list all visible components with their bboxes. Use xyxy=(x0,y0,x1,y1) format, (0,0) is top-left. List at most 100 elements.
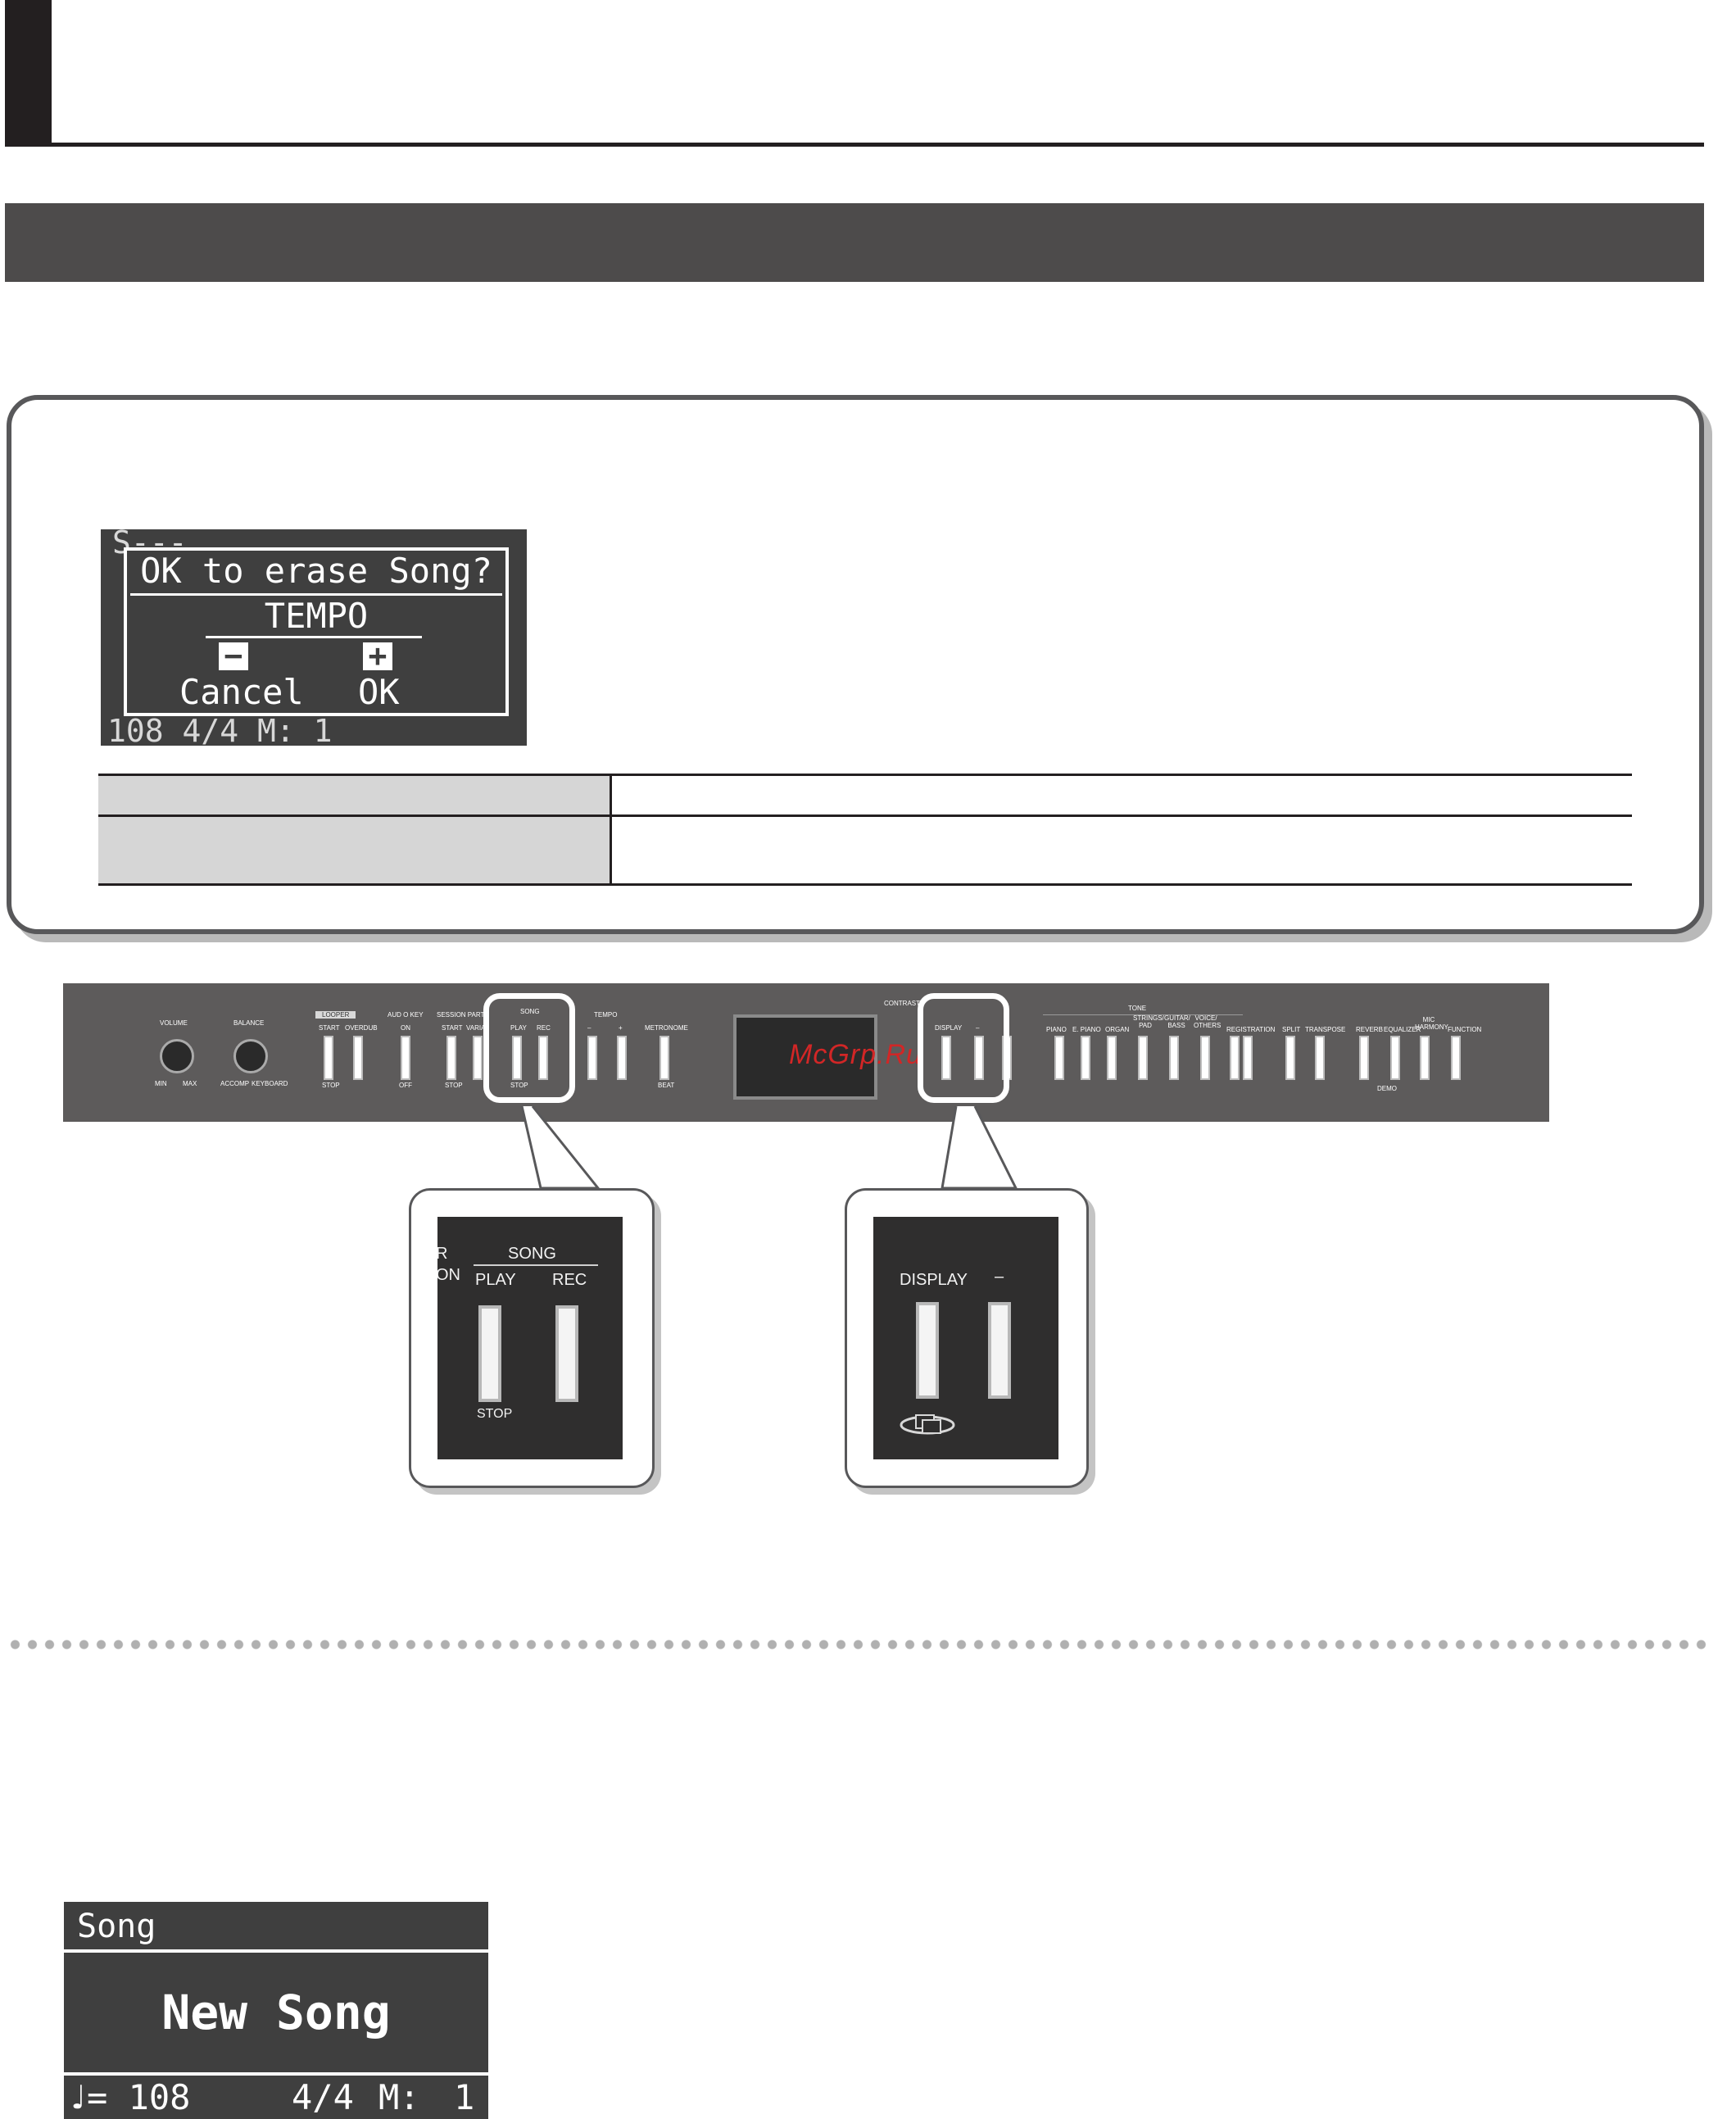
split-label: SPLIT xyxy=(1282,1026,1301,1033)
session-stop-label: STOP xyxy=(445,1082,463,1089)
chapter-tab-block xyxy=(5,0,52,145)
mic-harmony-button[interactable] xyxy=(1420,1036,1430,1080)
looper-overdub-label: OVERDUB xyxy=(345,1024,378,1032)
stop-label: STOP xyxy=(477,1407,513,1421)
tone-label: TONE xyxy=(1128,1005,1147,1012)
looper-start-button[interactable] xyxy=(324,1036,333,1080)
metronome-button[interactable] xyxy=(659,1036,669,1080)
song-lcd: Song New Song ♩ = 108 4/4 M: 1 xyxy=(64,1902,488,2119)
function-button[interactable] xyxy=(1451,1036,1461,1080)
song-title-underline xyxy=(64,1949,488,1953)
piano-button[interactable] xyxy=(1054,1036,1064,1080)
display-minus-label: – xyxy=(976,1024,980,1032)
tempo-minus-button[interactable] xyxy=(587,1036,597,1080)
rec-button[interactable] xyxy=(555,1305,578,1402)
e-piano-button[interactable] xyxy=(1081,1036,1090,1080)
display-button[interactable] xyxy=(941,1036,951,1080)
metronome-label: METRONOME xyxy=(645,1024,688,1032)
display-button[interactable] xyxy=(916,1302,939,1399)
ok-label: OK xyxy=(358,672,400,712)
measure-value: 1 xyxy=(454,2077,475,2117)
rec-label: REC xyxy=(552,1271,587,1289)
registration-button-1[interactable] xyxy=(1230,1036,1240,1080)
equalizer-button[interactable] xyxy=(1390,1036,1400,1080)
table-cell-label xyxy=(98,776,612,815)
dialog-divider xyxy=(130,593,502,596)
voice-others-label: VOICE/ OTHERS xyxy=(1194,1014,1222,1029)
partial-label-top: R xyxy=(437,1245,448,1263)
table-bottom-rule xyxy=(98,883,1632,886)
song-callout-closeup: R ON SONG PLAY REC STOP xyxy=(437,1217,623,1459)
display-callout-closeup: DISPLAY – xyxy=(873,1217,1058,1459)
function-label: FUNCTION xyxy=(1448,1026,1482,1033)
auto-key-button[interactable] xyxy=(401,1036,410,1080)
auto-key-off-label: OFF xyxy=(399,1082,412,1089)
control-panel-strip: VOLUME MIN MAX BALANCE ACCOMP KEYBOARD L… xyxy=(63,983,1549,1122)
voice-others-button[interactable] xyxy=(1200,1036,1210,1080)
looper-overdub-button[interactable] xyxy=(353,1036,363,1080)
minus-icon: − xyxy=(219,640,248,671)
beat-value: 4/4 xyxy=(292,2077,354,2117)
looper-label: LOOPER xyxy=(315,1011,356,1019)
erase-dialog: OK to erase Song? TEMPO − + Cancel OK xyxy=(124,547,509,716)
song-name: New Song xyxy=(161,1985,391,2040)
display-callout: DISPLAY – xyxy=(845,1188,1089,1488)
tempo-plus-button[interactable] xyxy=(617,1036,627,1080)
plus-icon: + xyxy=(363,640,392,671)
status-divider xyxy=(64,2072,488,2076)
watermark: McGrp.Ru xyxy=(789,1039,922,1070)
auto-key-label: AUD O KEY xyxy=(388,1011,424,1019)
session-partner-label: SESSION PARTN xyxy=(437,1011,490,1019)
cancel-label: Cancel xyxy=(179,672,304,712)
tempo-value: = 108 xyxy=(87,2077,191,2117)
tempo-minus-label: – xyxy=(587,1024,592,1032)
balance-label: BALANCE xyxy=(233,1019,265,1027)
session-start-label: START xyxy=(442,1024,463,1032)
song-screen-title: Song xyxy=(77,1908,156,1945)
looper-stop-label: STOP xyxy=(322,1082,340,1089)
transpose-button[interactable] xyxy=(1315,1036,1325,1080)
guitar-bass-button[interactable] xyxy=(1169,1036,1179,1080)
display-label: DISPLAY xyxy=(900,1271,968,1289)
song-highlight-box xyxy=(483,993,575,1103)
session-start-button[interactable] xyxy=(446,1036,456,1080)
transpose-label: TRANSPOSE xyxy=(1305,1026,1346,1033)
registration-button-2[interactable] xyxy=(1243,1036,1253,1080)
piano-label: PIANO xyxy=(1046,1026,1067,1033)
volume-knob[interactable] xyxy=(160,1039,194,1073)
table-row xyxy=(98,814,1632,884)
play-button[interactable] xyxy=(478,1305,501,1402)
song-group-label: SONG xyxy=(508,1245,556,1263)
display-label: DISPLAY xyxy=(935,1024,963,1032)
song-play-button[interactable] xyxy=(512,1036,522,1080)
strings-pad-button[interactable] xyxy=(1138,1036,1148,1080)
tempo-label: TEMPO xyxy=(264,596,369,636)
erase-confirm-lcd: S--- 108 4/4 M: 1 OK to erase Song? TEMP… xyxy=(101,529,527,746)
display-minus-button[interactable] xyxy=(974,1036,984,1080)
volume-label: VOLUME xyxy=(160,1019,188,1027)
minus-label: – xyxy=(995,1268,1004,1286)
panel-lcd xyxy=(733,1014,877,1100)
song-rec-label: REC xyxy=(537,1024,551,1032)
song-play-label: PLAY xyxy=(510,1024,527,1032)
balance-knob[interactable] xyxy=(233,1039,268,1073)
minus-button[interactable] xyxy=(988,1302,1011,1399)
header-rule xyxy=(5,143,1704,147)
strings-pad-label: STRINGS/ PAD xyxy=(1133,1014,1164,1029)
song-rec-button[interactable] xyxy=(538,1036,548,1080)
session-variation-button[interactable] xyxy=(473,1036,483,1080)
tempo-underline xyxy=(206,636,422,638)
organ-label: ORGAN xyxy=(1105,1026,1130,1033)
e-piano-label: E. PIANO xyxy=(1072,1026,1101,1033)
split-button[interactable] xyxy=(1285,1036,1295,1080)
partial-label-bottom: ON xyxy=(437,1266,460,1284)
auto-key-on-label: ON xyxy=(401,1024,410,1032)
play-label: PLAY xyxy=(475,1271,516,1289)
volume-max-label: MAX xyxy=(183,1080,197,1087)
organ-button[interactable] xyxy=(1107,1036,1117,1080)
tempo-label: TEMPO xyxy=(594,1011,618,1019)
balance-accomp-label: ACCOMP xyxy=(220,1080,250,1087)
display-exit-icon xyxy=(900,1414,955,1435)
contrast-label: CONTRAST xyxy=(884,1000,920,1007)
reverb-button[interactable] xyxy=(1359,1036,1369,1080)
